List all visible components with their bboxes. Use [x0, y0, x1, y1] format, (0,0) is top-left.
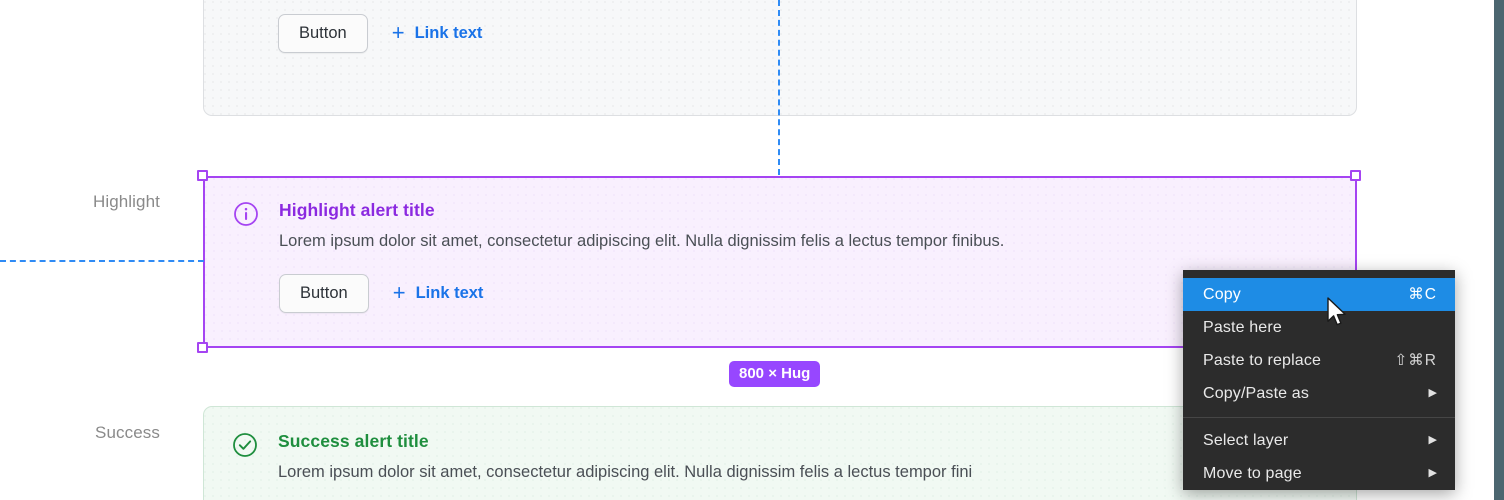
menu-item-shortcut: ⇧⌘R — [1394, 352, 1437, 369]
alert-card-success[interactable]: Success alert title Lorem ipsum dolor si… — [203, 406, 1357, 500]
check-circle-icon — [232, 432, 258, 458]
alert-body: Lorem ipsum dolor sit amet, consectetur … — [278, 0, 1328, 54]
menu-item-shortcut: ⌘C — [1408, 286, 1437, 303]
alert-body: Highlight alert title Lorem ipsum dolor … — [279, 200, 1327, 314]
submenu-arrow-icon: ▶ — [1428, 467, 1437, 479]
plus-icon: + — [392, 279, 406, 305]
alert-button[interactable]: Button — [278, 13, 368, 54]
menu-item-label: Copy — [1203, 285, 1241, 303]
menu-item-label: Copy/Paste as — [1203, 384, 1310, 402]
menu-item-move-to-page[interactable]: Move to page ▶ — [1183, 457, 1455, 490]
menu-item-label: Paste to replace — [1203, 351, 1322, 369]
selection-handle-top-left[interactable] — [197, 170, 208, 181]
alert-title: Success alert title — [278, 431, 429, 451]
submenu-arrow-icon: ▶ — [1428, 434, 1437, 446]
alignment-guide-horizontal — [0, 260, 204, 262]
selection-handle-bottom-left[interactable] — [197, 342, 208, 353]
alert-card-highlight[interactable]: Highlight alert title Lorem ipsum dolor … — [203, 176, 1357, 348]
panel-edge-strip — [1494, 0, 1504, 500]
alert-link-label: Link text — [415, 283, 484, 302]
row-label-success: Success — [95, 423, 160, 442]
alert-body: Success alert title Lorem ipsum dolor si… — [278, 431, 1328, 485]
alert-link-label: Link text — [414, 23, 483, 42]
alert-button[interactable]: Button — [279, 273, 369, 314]
menu-item-copy-paste-as[interactable]: Copy/Paste as ▶ — [1183, 377, 1455, 410]
alert-actions: Button + Link text — [279, 273, 1327, 314]
alert-description: Lorem ipsum dolor sit amet, consectetur … — [278, 463, 973, 481]
selection-handle-top-right[interactable] — [1350, 170, 1361, 181]
context-menu[interactable]: Copy ⌘C Paste here Paste to replace ⇧⌘R … — [1183, 270, 1455, 490]
row-label-highlight: Highlight — [92, 192, 160, 211]
alert-description: Lorem ipsum dolor sit amet, consectetur … — [279, 232, 1005, 250]
menu-item-paste-here[interactable]: Paste here — [1183, 311, 1455, 344]
info-circle-icon — [233, 201, 259, 227]
size-badge: 800 × Hug — [729, 361, 821, 387]
alert-inner: Lorem ipsum dolor sit amet, consectetur … — [232, 0, 1328, 54]
alert-actions: Button + Link text — [278, 13, 1328, 54]
alert-card-neutral[interactable]: Lorem ipsum dolor sit amet, consectetur … — [203, 0, 1357, 116]
menu-item-paste-to-replace[interactable]: Paste to replace ⇧⌘R — [1183, 344, 1455, 377]
menu-item-label: Select layer — [1203, 431, 1289, 449]
alert-inner: Highlight alert title Lorem ipsum dolor … — [233, 200, 1327, 314]
alignment-guide-vertical — [778, 0, 780, 175]
alert-inner: Success alert title Lorem ipsum dolor si… — [232, 431, 1328, 485]
menu-item-copy[interactable]: Copy ⌘C — [1183, 278, 1455, 311]
alert-link[interactable]: + Link text — [392, 279, 484, 305]
menu-item-label: Paste here — [1203, 318, 1282, 336]
menu-item-label: Move to page — [1203, 464, 1302, 482]
alert-link[interactable]: + Link text — [391, 19, 483, 45]
submenu-arrow-icon: ▶ — [1428, 387, 1437, 399]
plus-icon: + — [391, 19, 405, 45]
menu-separator — [1183, 417, 1455, 418]
alert-title: Highlight alert title — [279, 200, 435, 220]
menu-item-select-layer[interactable]: Select layer ▶ — [1183, 424, 1455, 457]
